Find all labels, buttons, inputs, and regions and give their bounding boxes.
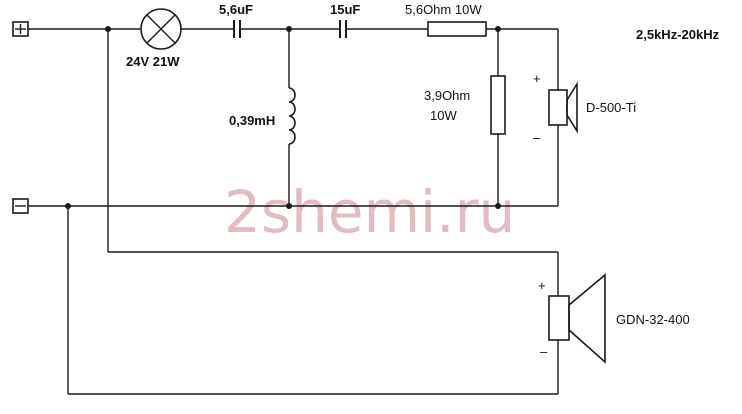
- frequency-range-label: 2,5kHz-20kHz: [636, 27, 720, 42]
- watermark: 2shemi.ru: [224, 178, 515, 246]
- bottom-rail-wires: [28, 125, 559, 207]
- shunt-resistor-label-line2: 10W: [430, 108, 457, 123]
- woofer-minus: –: [540, 344, 548, 359]
- inductor-label: 0,39mH: [229, 113, 275, 128]
- woofer-plus: +: [538, 278, 546, 293]
- capacitor-2-icon: [339, 20, 347, 38]
- shunt-resistor-label-line1: 3,9Ohm: [424, 88, 470, 103]
- lamp-icon: [140, 8, 182, 50]
- capacitor-1-label: 5,6uF: [219, 2, 253, 17]
- tweeter-label: D-500-Ti: [586, 100, 636, 115]
- shunt-resistor-icon: [490, 29, 506, 206]
- lamp-label: 24V 21W: [126, 54, 180, 69]
- input-terminal-plus: [12, 21, 29, 37]
- woofer-label: GDN-32-400: [616, 312, 690, 327]
- input-terminal-minus: [12, 198, 29, 214]
- tweeter-speaker-icon: [548, 81, 578, 134]
- series-resistor-icon: [427, 21, 487, 37]
- capacitor-1-icon: [233, 20, 241, 38]
- woofer-wires: [67, 29, 559, 395]
- woofer-speaker-icon: [548, 273, 606, 364]
- inductor-icon: [288, 29, 296, 206]
- tweeter-plus: +: [533, 71, 541, 86]
- tweeter-minus: –: [533, 130, 541, 145]
- series-resistor-label: 5,6Ohm 10W: [405, 2, 482, 17]
- capacitor-2-label: 15uF: [330, 2, 360, 17]
